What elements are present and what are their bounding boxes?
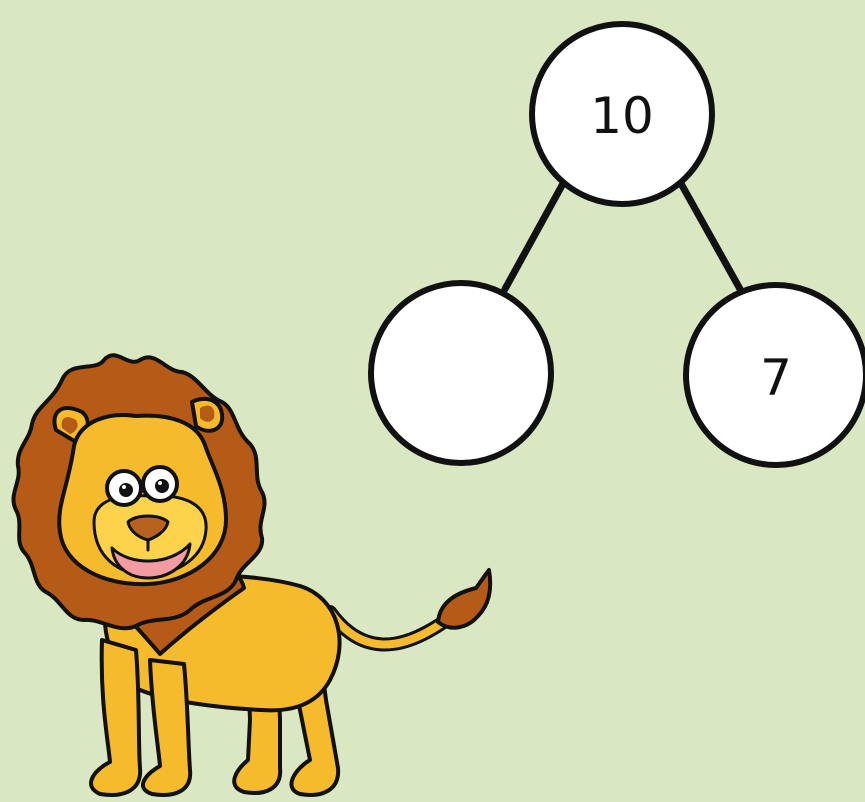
- part-right-value: 7: [760, 349, 792, 407]
- lion-mouth: [110, 542, 192, 580]
- whole-value: 10: [590, 87, 654, 145]
- lion-ear-left-inner: [61, 417, 78, 434]
- lion-tail-tuft: [436, 568, 493, 630]
- lion-pupil-right: [155, 479, 169, 493]
- part-left-circle[interactable]: [368, 280, 554, 466]
- lion-eyeshine-right: [158, 481, 162, 485]
- part-left-node: [368, 280, 554, 466]
- lion-nose: [126, 514, 170, 542]
- connector-left-line: [501, 176, 569, 293]
- lion-ear-right-inner: [200, 405, 215, 422]
- part-right-circle: [683, 282, 865, 468]
- whole-circle: [529, 21, 715, 207]
- lion-icon: [11, 353, 493, 797]
- connector-right-line: [675, 176, 744, 293]
- lion-front-leg-right: [140, 658, 193, 797]
- whole-node: 10: [529, 21, 715, 207]
- lion-front-leg-left: [89, 638, 143, 797]
- part-right-node: 7: [683, 282, 865, 468]
- lion-pupil-left: [119, 483, 133, 497]
- lion-eyeshine-left: [122, 485, 126, 489]
